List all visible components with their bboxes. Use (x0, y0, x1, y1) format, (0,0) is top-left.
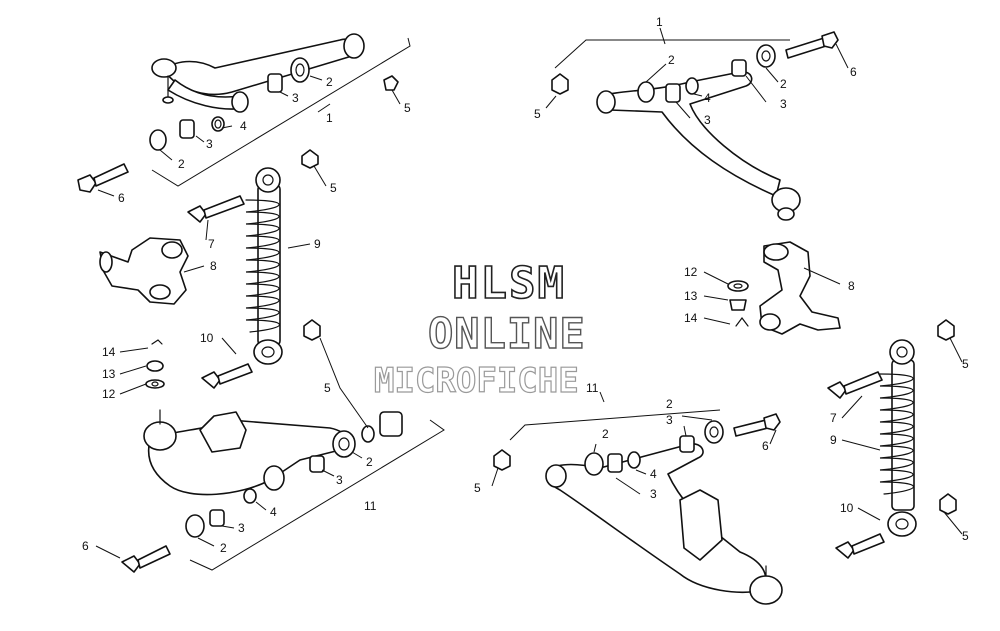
lower-right-a-arm (545, 443, 783, 605)
lower-left-bushings (121, 411, 403, 573)
callout-l-14: 14 (102, 345, 116, 359)
callout-l-12: 12 (102, 387, 116, 401)
callout-r-12: 12 (684, 265, 698, 279)
callout-tl-4: 4 (240, 119, 247, 133)
callout-bl-2b: 2 (220, 541, 227, 555)
callout-tl-2a: 2 (326, 75, 333, 89)
callout-tr-1: 1 (656, 15, 663, 29)
left-castle-nut-hardware (145, 339, 165, 389)
callout-bl-6: 6 (82, 539, 89, 553)
watermark-line-2: ONLINE (428, 309, 586, 358)
callout-rr-9: 9 (830, 433, 837, 447)
callout-bl-11: 11 (364, 499, 377, 513)
upper-right-arm-bracket (554, 39, 790, 69)
callout-l-7: 7 (208, 237, 215, 251)
callout-rr-5b: 5 (962, 529, 969, 543)
leader-lines (95, 27, 963, 559)
watermark-line-3: MICROFICHE (374, 361, 579, 401)
callout-tr-3a: 3 (704, 113, 711, 127)
lower-left-a-arm (143, 409, 350, 496)
upper-right-bushings (551, 31, 839, 103)
callout-br-4: 4 (650, 467, 657, 481)
callout-tl-6: 6 (118, 191, 125, 205)
right-shock-hardware (827, 319, 957, 559)
upper-left-bolt (77, 163, 129, 193)
callout-bl-3b: 3 (238, 521, 245, 535)
right-castle-nut-hardware (727, 280, 749, 327)
callout-rr-7: 7 (830, 411, 837, 425)
callout-br-5: 5 (474, 481, 481, 495)
callout-r-14: 14 (684, 311, 698, 325)
lower-right-arm-bracket (509, 409, 721, 441)
callout-bl-3a: 3 (336, 473, 343, 487)
left-steering-spindle (99, 237, 189, 305)
callout-tl-2b: 2 (178, 157, 185, 171)
callout-numbers: 1 2 3 4 3 2 5 6 5 7 8 9 10 14 13 12 5 2 … (82, 15, 969, 555)
callout-tl-3b: 3 (206, 137, 213, 151)
callout-bl-2a: 2 (366, 455, 373, 469)
callout-rr-5a: 5 (962, 357, 969, 371)
watermark: HLSM ONLINE MICROFICHE (373, 257, 586, 401)
callout-tr-6: 6 (850, 65, 857, 79)
lower-right-bushings (493, 413, 781, 476)
callout-tr-5: 5 (534, 107, 541, 121)
callout-l-9: 9 (314, 237, 321, 251)
callout-tl-1: 1 (326, 111, 333, 125)
callout-br-2a: 2 (602, 427, 609, 441)
upper-right-a-arm (596, 71, 801, 221)
callout-l-8: 8 (210, 259, 217, 273)
upper-left-arm-bracket (151, 37, 411, 187)
left-shock-hardware (187, 149, 321, 389)
callout-br-2b: 2 (666, 397, 673, 411)
callout-br-11: 11 (586, 381, 599, 395)
callout-l-5: 5 (330, 181, 337, 195)
callout-bl-5: 5 (324, 381, 331, 395)
callout-br-3b: 3 (650, 487, 657, 501)
callout-r-13: 13 (684, 289, 698, 303)
right-steering-spindle (759, 241, 841, 335)
callout-tl-3a: 3 (292, 91, 299, 105)
upper-left-bushings (149, 57, 399, 151)
callout-rr-10: 10 (840, 501, 854, 515)
callout-br-6: 6 (762, 439, 769, 453)
right-shock-absorber (879, 339, 917, 537)
callout-bl-4: 4 (270, 505, 277, 519)
callout-l-10: 10 (200, 331, 214, 345)
callout-l-13: 13 (102, 367, 116, 381)
callout-r-8: 8 (848, 279, 855, 293)
watermark-line-1: HLSM (452, 258, 566, 309)
callout-tr-2a: 2 (668, 53, 675, 67)
callout-tr-3b: 3 (780, 97, 787, 111)
left-shock-absorber (245, 167, 283, 365)
callout-tr-2b: 2 (780, 77, 787, 91)
callout-tl-5: 5 (404, 101, 411, 115)
upper-left-a-arm (151, 33, 365, 113)
callout-br-3a: 3 (666, 413, 673, 427)
lower-left-arm-bracket (189, 419, 445, 571)
callout-tr-4: 4 (704, 91, 711, 105)
